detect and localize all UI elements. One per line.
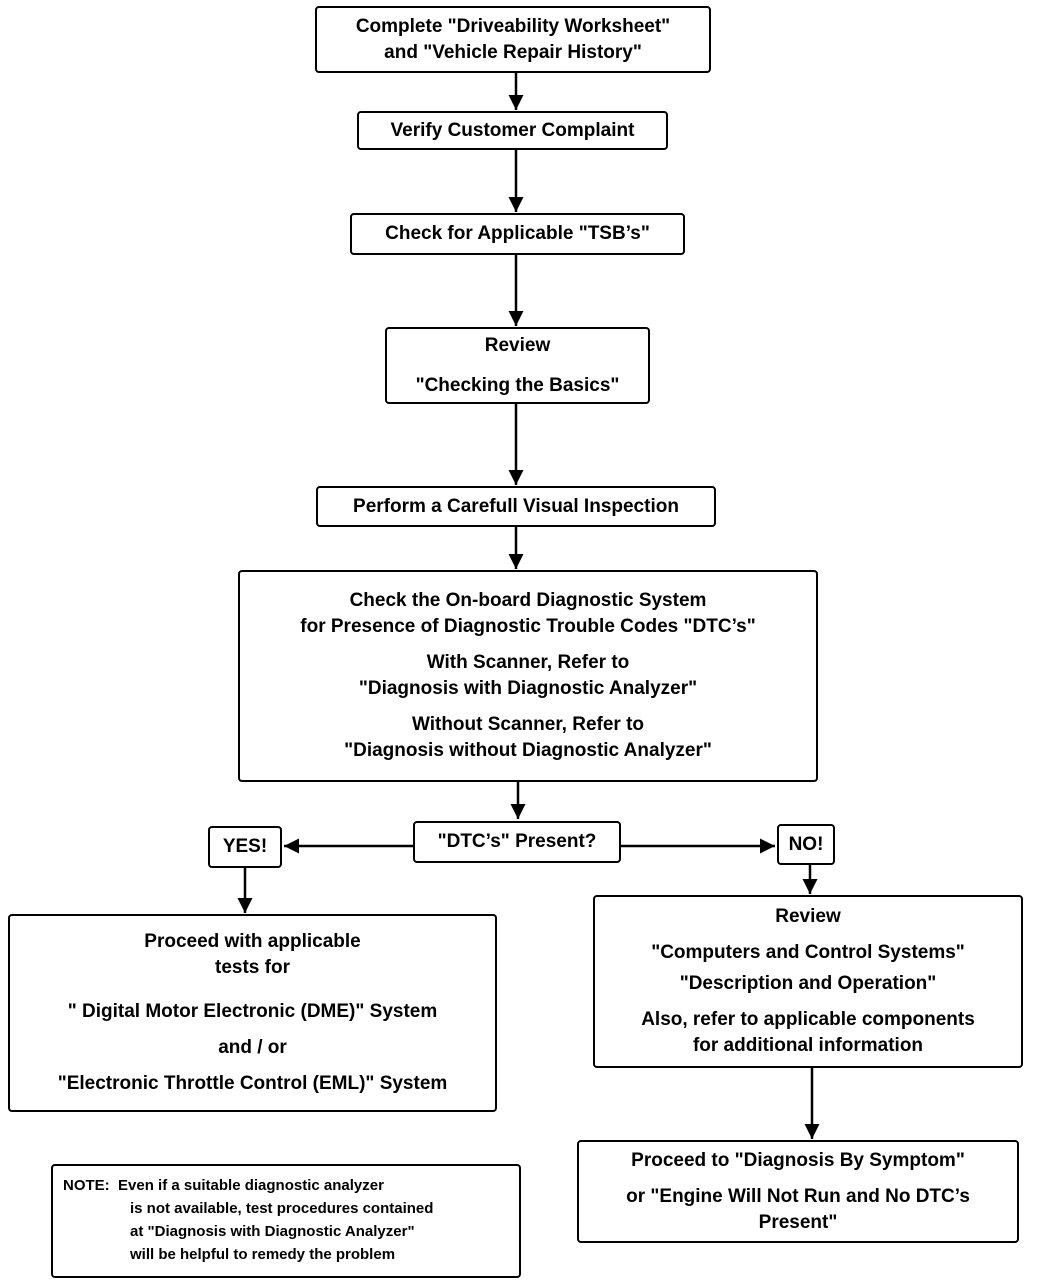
step-proceed-tests-line2: tests for [215,957,290,978]
note-line4: will be helpful to remedy the problem [130,1246,396,1263]
note-label: NOTE: [63,1177,110,1194]
step-review-computers-line5: for additional information [692,1035,924,1056]
step-verify-complaint: Verify Customer Complaint [357,111,668,150]
step-review-basics-line1: Review [484,334,551,356]
step-proceed-tests: Proceed with applicable tests for " Digi… [8,914,497,1112]
step-review-computers-line4: Also, refer to applicable components [641,1009,975,1030]
step-review-computers-line2: "Computers and Control Systems" [651,942,965,963]
step-obd-check-line3: With Scanner, Refer to [426,652,630,673]
step-obd-check-line2: for Presence of Diagnostic Trouble Codes… [300,616,756,637]
step-obd-check-line4: "Diagnosis with Diagnostic Analyzer" [358,678,698,699]
note-line1: Even if a suitable diagnostic analyzer [118,1177,384,1194]
step-proceed-tests-line3: " Digital Motor Electronic (DME)" System [67,1001,438,1022]
step-check-tsb: Check for Applicable "TSB’s" [350,213,685,255]
step-obd-check-line1: Check the On-board Diagnostic System [349,590,707,611]
step-proceed-symptom: Proceed to "Diagnosis By Symptom" or "En… [577,1140,1019,1243]
branch-yes-text: YES! [222,836,268,857]
step-verify-complaint-text: Verify Customer Complaint [390,119,635,141]
step-check-tsb-text: Check for Applicable "TSB’s" [385,223,650,244]
step-review-computers-line1: Review [775,906,841,927]
step-proceed-symptom-line3: Present" [758,1211,838,1233]
branch-no-text: NO! [788,833,824,855]
step-obd-check-line5: Without Scanner, Refer to [411,714,645,735]
decision-dtc-present-text: "DTC’s" Present? [437,831,597,852]
step-review-computers: Review "Computers and Control Systems" "… [593,895,1023,1068]
step-obd-check: Check the On-board Diagnostic System for… [238,570,818,782]
branch-yes: YES! [208,826,282,868]
step-proceed-symptom-line2: or "Engine Will Not Run and No DTC’s [626,1185,970,1207]
step-obd-check-line6: "Diagnosis without Diagnostic Analyzer" [344,740,712,761]
step-proceed-tests-line5: "Electronic Throttle Control (EML)" Syst… [57,1073,448,1094]
note-first-row: NOTE: Even if a suitable diagnostic anal… [63,1174,509,1197]
step-proceed-tests-line1: Proceed with applicable [144,931,361,952]
step-worksheet-line2: and "Vehicle Repair History" [384,41,642,63]
step-review-basics: Review "Checking the Basics" [385,327,650,404]
decision-dtc-present: "DTC’s" Present? [413,821,621,863]
step-review-computers-line3: "Description and Operation" [679,973,937,994]
note-line3: at "Diagnosis with Diagnostic Analyzer" [130,1223,415,1240]
note-line2: is not available, test procedures contai… [130,1200,434,1217]
note-box: NOTE: Even if a suitable diagnostic anal… [51,1164,521,1278]
step-worksheet: Complete "Driveability Worksheet" and "V… [315,6,711,73]
step-proceed-tests-line4: and / or [218,1037,287,1058]
step-visual-inspection-text: Perform a Carefull Visual Inspection [353,495,679,517]
step-visual-inspection: Perform a Carefull Visual Inspection [316,486,716,527]
branch-no: NO! [777,824,835,865]
step-worksheet-line1: Complete "Driveability Worksheet" [355,15,671,37]
step-proceed-symptom-line1: Proceed to "Diagnosis By Symptom" [631,1149,965,1171]
step-review-basics-line2: "Checking the Basics" [415,374,620,396]
